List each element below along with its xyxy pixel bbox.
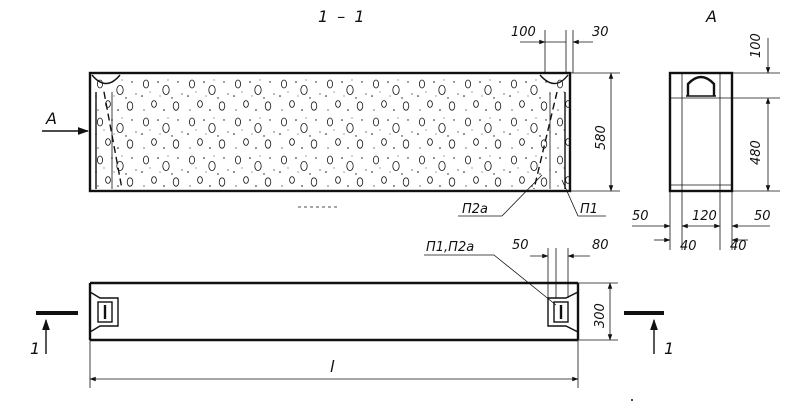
cut-marker-left: 1 xyxy=(30,311,78,358)
plan-dimension-top: 50 80 xyxy=(512,238,609,298)
plan-left-socket xyxy=(89,291,119,333)
view-dim-100: 100 xyxy=(749,33,764,58)
leader-p1: П1 xyxy=(580,202,598,217)
section-elevation xyxy=(88,71,572,208)
plan-leader: П1,П2а xyxy=(424,240,557,306)
plan-dim-80: 80 xyxy=(592,238,609,253)
section-title: 1 – 1 xyxy=(318,7,367,26)
section-outline xyxy=(88,71,572,193)
view-dim-120: 120 xyxy=(692,209,717,224)
dim-580: 580 xyxy=(594,125,609,150)
view-dim-50-right: 50 xyxy=(754,209,771,224)
plan-dim-50: 50 xyxy=(512,238,529,253)
leader-p2a: П2а xyxy=(462,202,488,217)
plan-right-socket xyxy=(547,291,579,333)
right-socket xyxy=(539,74,569,85)
dimension-top: 100 30 xyxy=(511,25,609,73)
plan-dimension-length: l xyxy=(89,340,579,388)
right-loop-dashed xyxy=(533,91,558,190)
cut-marker-right: 1 xyxy=(624,311,674,358)
view-dim-50-left: 50 xyxy=(632,209,649,224)
leader-p1-p2a: П1,П2а xyxy=(426,240,474,255)
view-dim-40-right: 40 xyxy=(730,239,747,254)
view-a-loop xyxy=(686,75,716,96)
leaders-top: П2а П1 xyxy=(458,174,606,217)
concrete-fill xyxy=(90,73,570,191)
plan-dim-l: l xyxy=(330,357,335,376)
view-a: 100 480 50 120 50 40 40 xyxy=(632,33,780,254)
dimension-height: 580 xyxy=(570,72,620,192)
plan-dimension-height: 300 xyxy=(578,282,618,341)
dim-100: 100 xyxy=(511,25,536,40)
view-title: А xyxy=(705,7,717,26)
view-arrow-label: А xyxy=(45,109,57,128)
cut-label-left: 1 xyxy=(30,339,40,358)
left-loop-dashed xyxy=(103,91,123,190)
view-dim-480: 480 xyxy=(749,140,764,165)
left-socket xyxy=(91,74,121,85)
plan-view xyxy=(88,281,580,342)
dim-30: 30 xyxy=(592,25,609,40)
cut-label-right: 1 xyxy=(664,339,674,358)
plan-dim-300: 300 xyxy=(593,303,608,328)
view-a-outline xyxy=(668,71,734,193)
view-dim-40-left: 40 xyxy=(680,239,697,254)
